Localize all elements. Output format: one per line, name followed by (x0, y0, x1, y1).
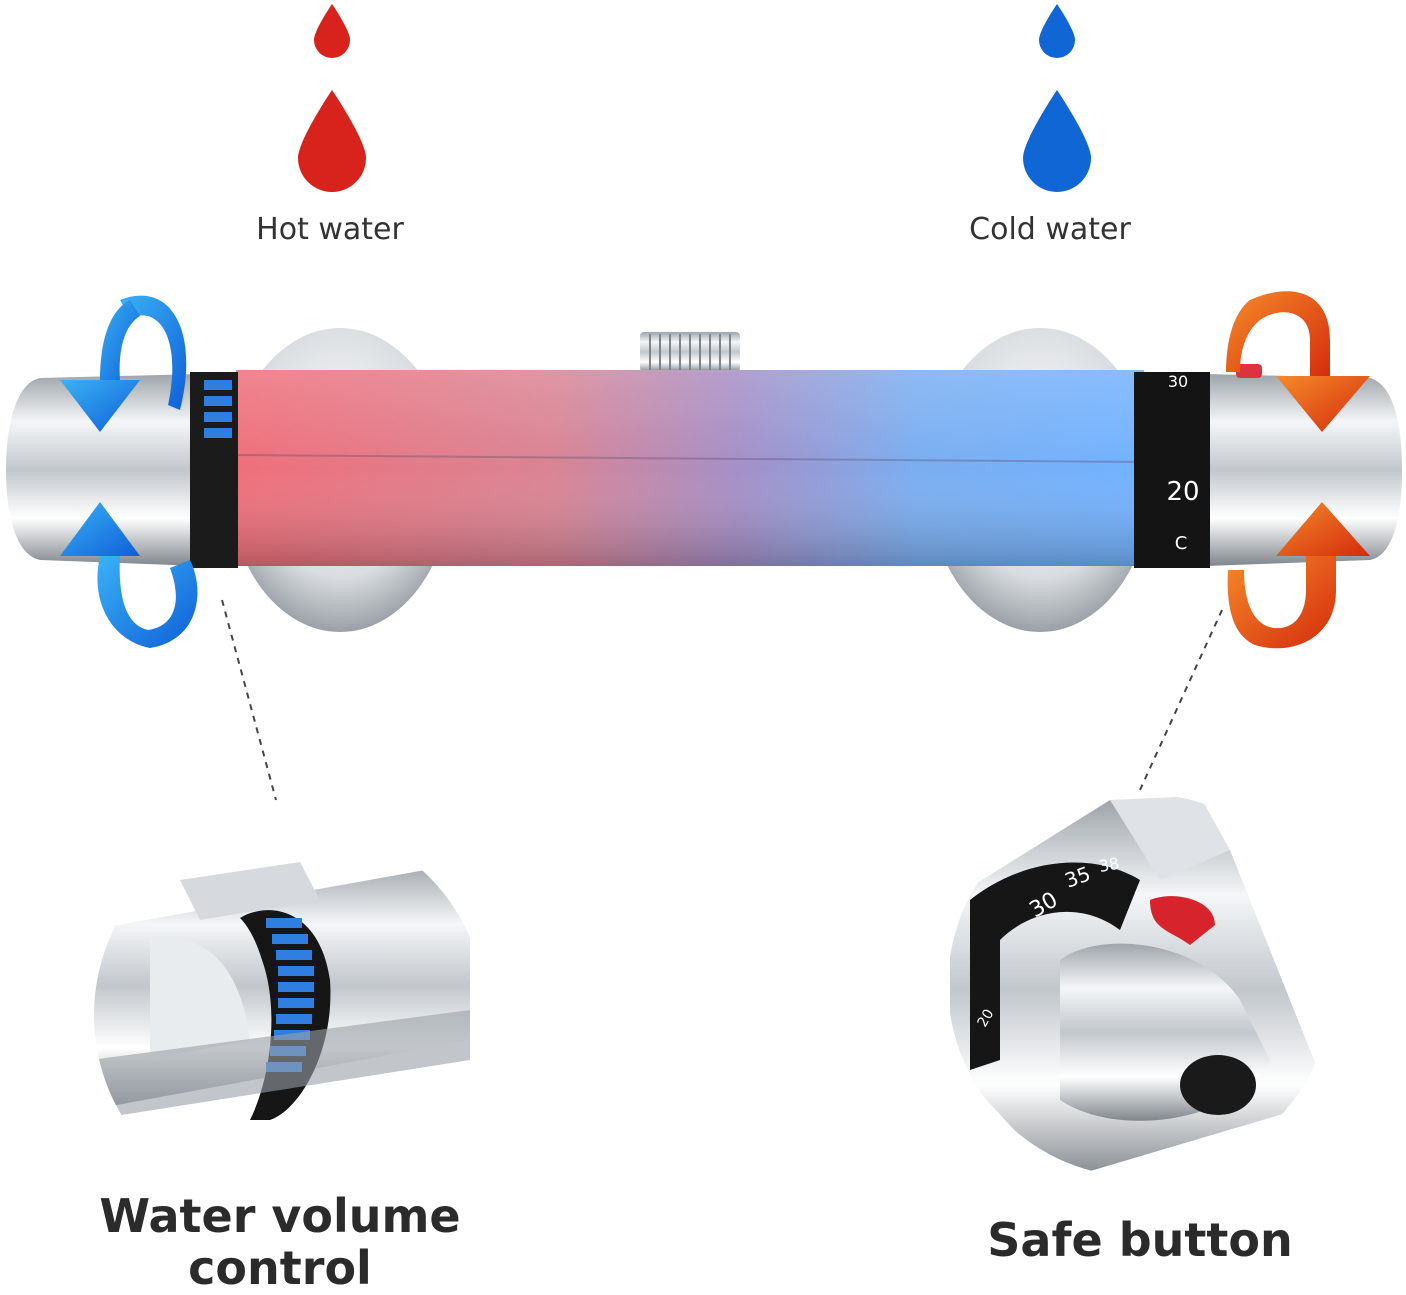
water-volume-control-label: Water volume control (60, 1190, 500, 1294)
safe-button-closeup: 30 35 38 20 (948, 793, 1332, 1177)
safe-button-label: Safe button (987, 1213, 1293, 1267)
safe-button[interactable] (1150, 896, 1215, 945)
mixer-pipe (235, 370, 1145, 566)
leader-line-safe (1139, 609, 1223, 791)
zoom-dial-20: 20 (975, 1007, 998, 1030)
hot-water-label: Hot water (256, 212, 404, 247)
leader-line-volume (221, 599, 277, 801)
volume-control-knob[interactable] (6, 372, 238, 568)
water-volume-label-line1: Water volume (99, 1189, 461, 1243)
temperature-control-knob[interactable]: 30 20 C (1134, 364, 1402, 568)
rotate-right-arrow-icon (1226, 291, 1370, 649)
dial-label-30: 30 (1168, 372, 1188, 391)
cold-water-drop-icon (1023, 4, 1091, 192)
dial-label-20: 20 (1166, 477, 1199, 507)
volume-control-closeup (94, 819, 486, 1211)
safe-button-mini[interactable] (1236, 364, 1262, 378)
cold-water-label: Cold water (969, 212, 1131, 247)
zoom-dial-38: 38 (1097, 854, 1120, 876)
water-volume-label-line2: control (188, 1241, 372, 1295)
dial-label-c: C (1175, 533, 1188, 554)
rotate-left-arrow-icon (60, 295, 198, 648)
shower-outlet-thread (640, 332, 740, 372)
hot-water-drop-icon (298, 4, 366, 192)
